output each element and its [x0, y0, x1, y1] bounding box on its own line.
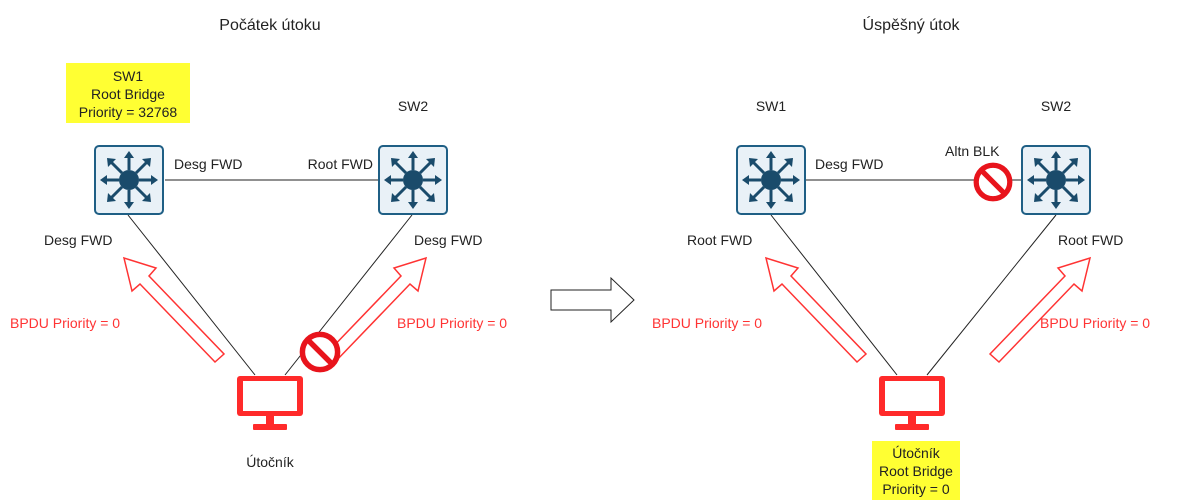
link-sw1-attacker	[770, 214, 898, 376]
blocked-icon	[976, 165, 1010, 199]
sw2-port-to-attacker: Desg FWD	[414, 232, 482, 248]
left-scenario: Počátek útoku SW1 Root Bridge Priority =…	[10, 17, 507, 470]
attacker-root-highlight	[872, 441, 960, 500]
bpdu-arrow-right	[324, 256, 428, 364]
attacker-line1: Útočník	[892, 445, 940, 461]
attacker-label: Útočník	[246, 454, 294, 470]
switch-icon	[736, 145, 806, 215]
bpdu-arrow-left	[122, 256, 226, 364]
bpdu-label-left: BPDU Priority = 0	[10, 315, 120, 331]
switch-icon	[94, 145, 164, 215]
link-sw1-attacker	[127, 214, 256, 376]
sw1-port-to-attacker: Root FWD	[687, 232, 752, 248]
monitor-icon	[237, 376, 303, 430]
sw2-port-to-sw1: Altn BLK	[945, 143, 1000, 159]
right-title: Úspěšný útok	[863, 15, 961, 34]
sw1-name-line1: SW1	[113, 68, 144, 84]
sw2-port-to-attacker: Root FWD	[1058, 232, 1123, 248]
switch-icon	[378, 145, 448, 215]
sw1-root-highlight	[66, 63, 190, 123]
sw1-port-to-sw2: Desg FWD	[815, 156, 883, 172]
sw2-name: SW2	[398, 98, 429, 114]
bpdu-label-right: BPDU Priority = 0	[1040, 315, 1150, 331]
sw1-name-line2: Root Bridge	[91, 86, 165, 102]
sw1-port-to-sw2: Desg FWD	[174, 156, 242, 172]
sw1-name: SW1	[756, 98, 787, 114]
attacker-line2: Root Bridge	[879, 463, 953, 479]
switch-icon	[1021, 145, 1091, 215]
transition-arrow-icon	[550, 276, 635, 324]
sw1-port-to-attacker: Desg FWD	[44, 232, 112, 248]
bpdu-arrow-right	[988, 256, 1092, 364]
right-scenario: Úspěšný útok SW1 SW2 Desg FWD Altn BLK R…	[652, 15, 1150, 500]
bpdu-label-right: BPDU Priority = 0	[397, 315, 507, 331]
sw2-port-to-sw1: Root FWD	[308, 156, 373, 172]
bpdu-arrow-left	[764, 256, 868, 364]
monitor-icon	[879, 376, 945, 430]
bpdu-label-left: BPDU Priority = 0	[652, 315, 762, 331]
blocked-icon	[302, 334, 337, 369]
sw2-name: SW2	[1041, 98, 1072, 114]
attacker-line3: Priority = 0	[882, 481, 950, 497]
left-title: Počátek útoku	[219, 17, 320, 34]
sw1-name-line3: Priority = 32768	[79, 104, 178, 120]
link-sw2-attacker	[926, 214, 1057, 376]
